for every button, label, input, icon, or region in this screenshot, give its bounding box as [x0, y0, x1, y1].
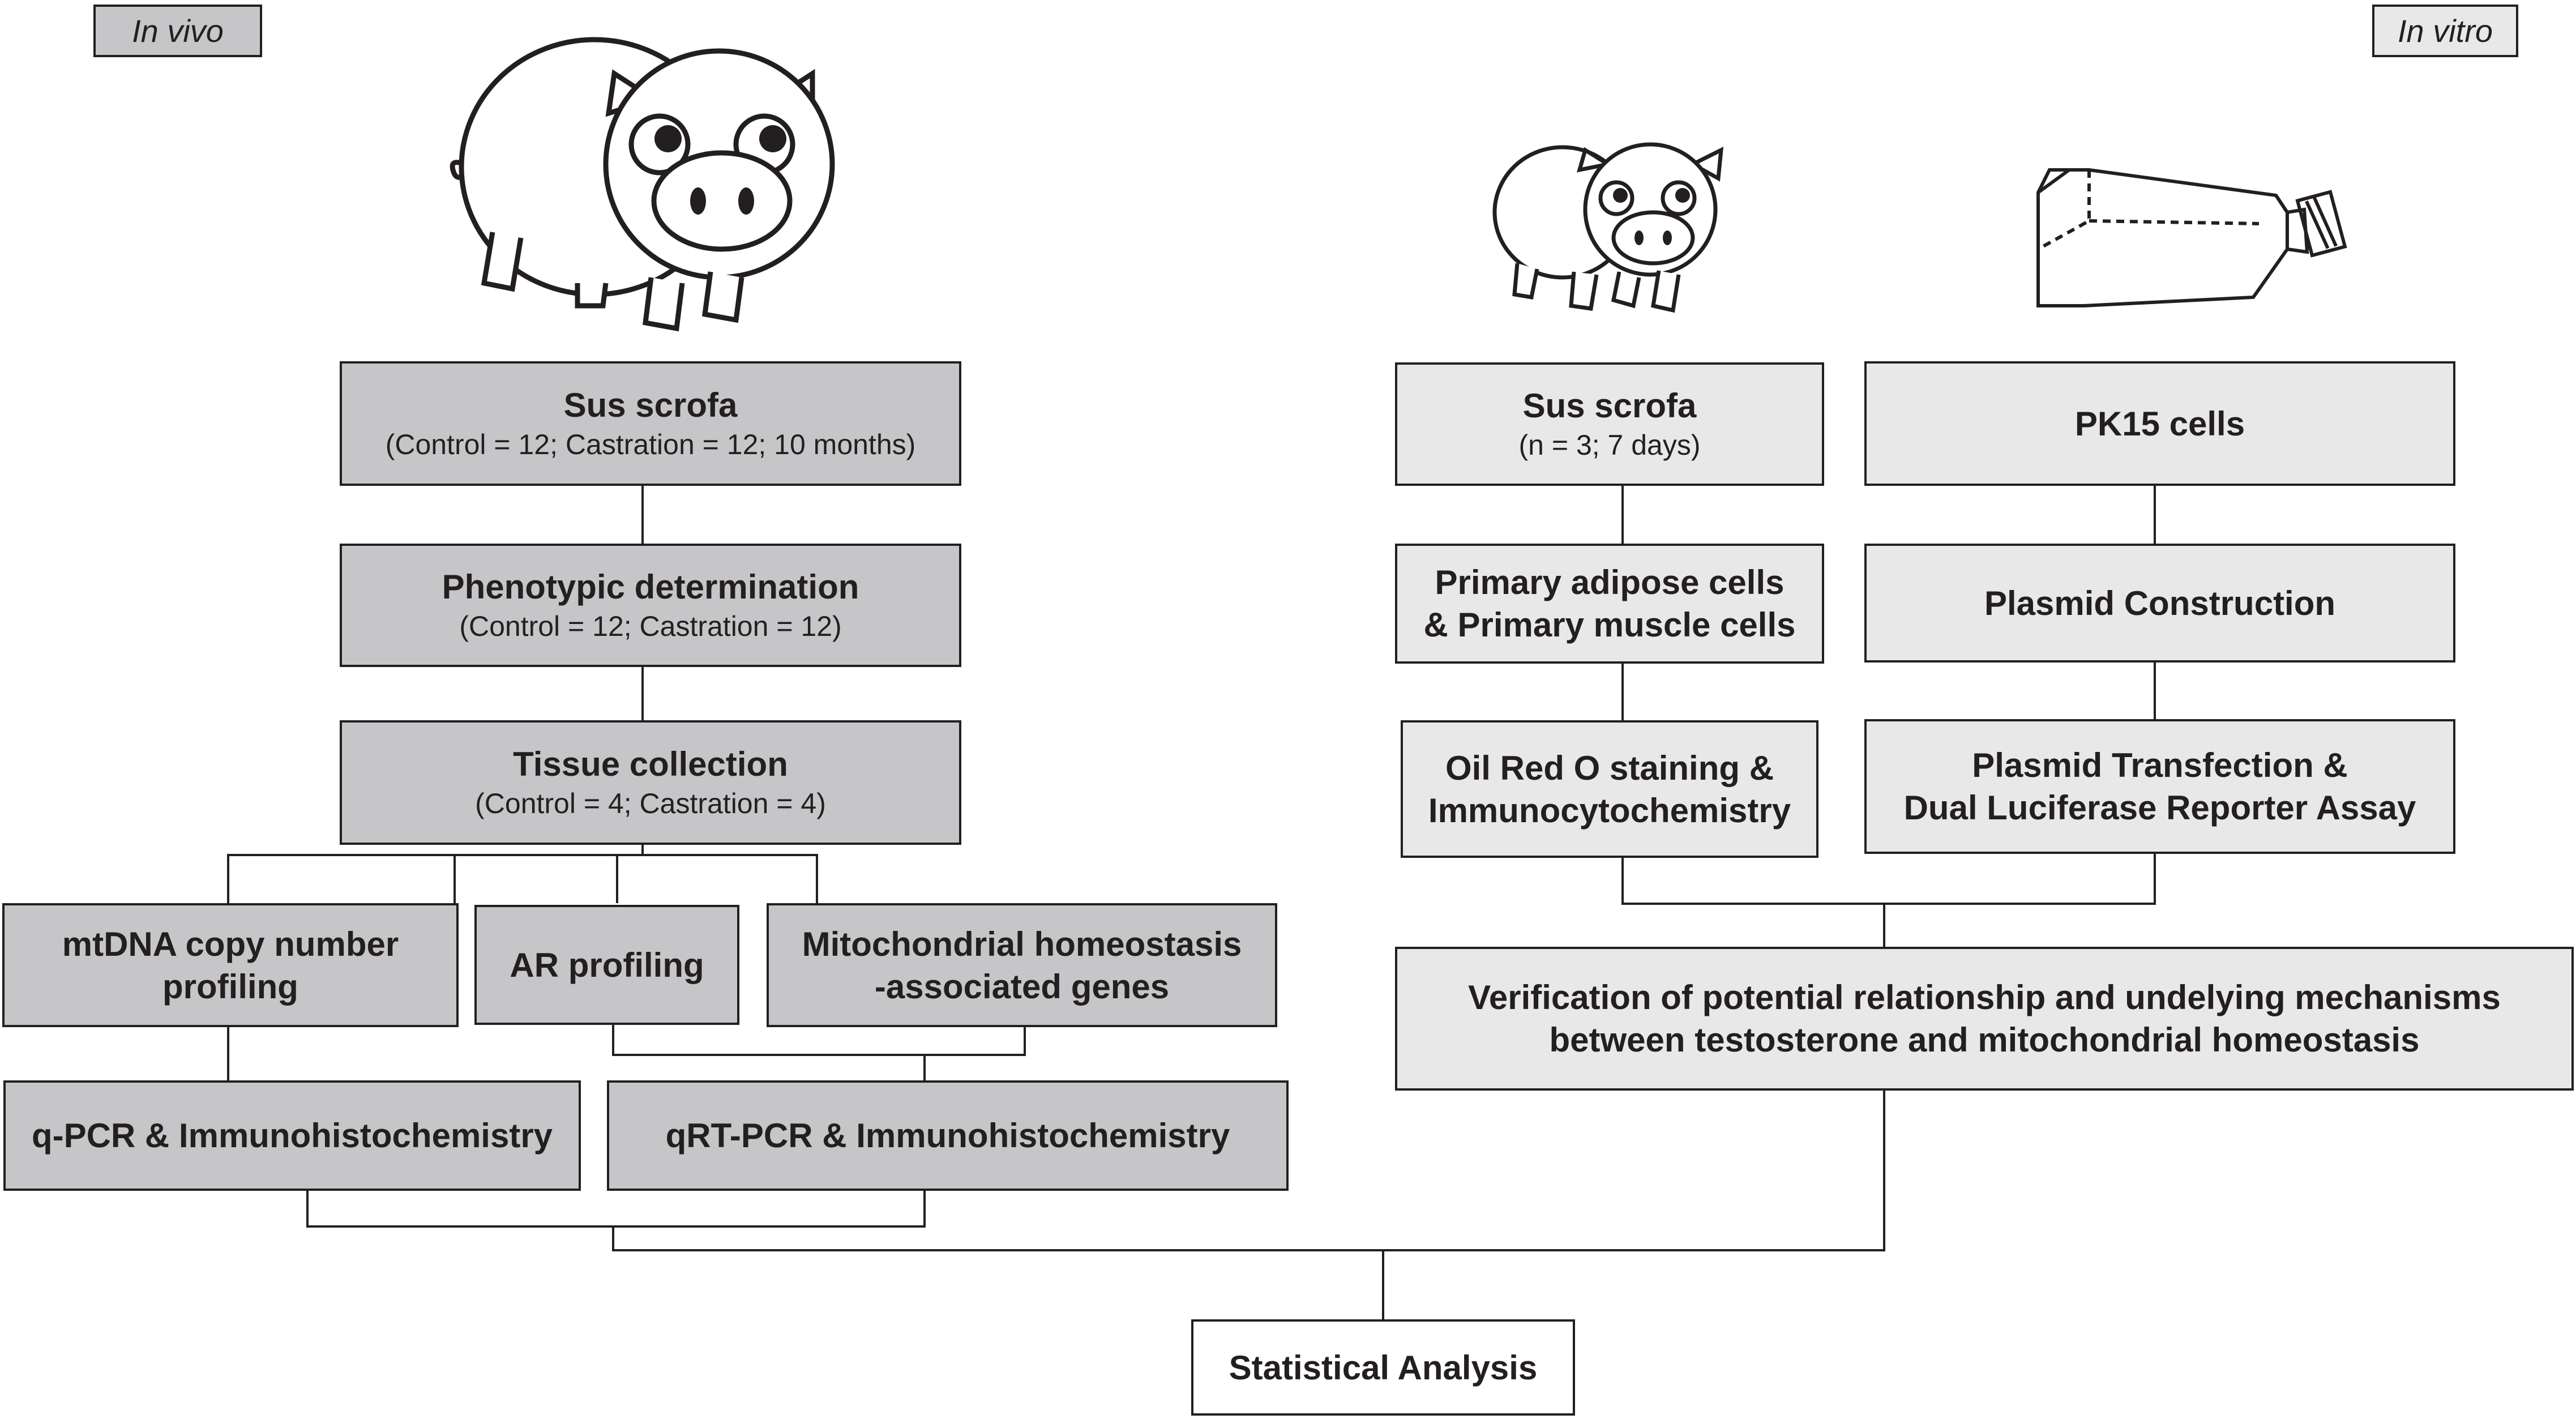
tissue-collection-subtitle: (Control = 4; Castration = 4): [475, 788, 826, 819]
connector-lines: [227, 486, 2156, 1319]
verification-box: Verification of potential relationship a…: [1395, 947, 2574, 1091]
verification-line2: between testosterone and mitochondrial h…: [1549, 1021, 2420, 1059]
sus-scrofa-invitro-box: Sus scrofa (n = 3; 7 days): [1395, 362, 1824, 486]
plasmid-construction-box: Plasmid Construction: [1864, 544, 2455, 663]
sus-scrofa-invitro-title: Sus scrofa: [1522, 387, 1697, 425]
sus-scrofa-invivo-subtitle: (Control = 12; Castration = 12; 10 month…: [385, 429, 916, 460]
mitochondrial-genes-box: Mitochondrial homeostasis -associated ge…: [767, 903, 1277, 1027]
mitochondrial-genes-line2: -associated genes: [874, 967, 1170, 1006]
sus-scrofa-invivo-title: Sus scrofa: [563, 386, 738, 424]
qrtpcr-ihc-box: qRT-PCR & Immunohistochemistry: [607, 1080, 1289, 1191]
sus-scrofa-invitro-subtitle: (n = 3; 7 days): [1518, 429, 1701, 461]
mtdna-profiling-box: mtDNA copy number profiling: [2, 903, 459, 1027]
ar-profiling-box: AR profiling: [474, 905, 739, 1025]
culture-flask-icon: [2036, 168, 2347, 307]
statistical-analysis-title: Statistical Analysis: [1229, 1348, 1538, 1387]
primary-cells-box: Primary adipose cells & Primary muscle c…: [1395, 544, 1824, 664]
plasmid-transfection-line2: Dual Luciferase Reporter Assay: [1903, 789, 2416, 827]
in-vitro-label: In vitro: [2372, 5, 2518, 57]
pig-small-icon: [1492, 142, 1724, 313]
oil-red-staining-line1: Oil Red O staining &: [1445, 749, 1774, 787]
pk15-cells-box: PK15 cells: [1864, 361, 2455, 486]
tissue-collection-box: Tissue collection (Control = 4; Castrati…: [340, 720, 961, 845]
phenotypic-determination-box: Phenotypic determination (Control = 12; …: [340, 544, 961, 667]
plasmid-transfection-line1: Plasmid Transfection &: [1972, 746, 2348, 784]
mtdna-profiling-line1: mtDNA copy number: [62, 925, 399, 963]
phenotypic-determination-title: Phenotypic determination: [442, 568, 859, 606]
tissue-collection-title: Tissue collection: [513, 745, 788, 783]
sus-scrofa-invivo-box: Sus scrofa (Control = 12; Castration = 1…: [340, 361, 961, 486]
qpcr-ihc-box: q-PCR & Immunohistochemistry: [3, 1080, 581, 1191]
mtdna-profiling-line2: profiling: [162, 967, 298, 1006]
plasmid-construction-title: Plasmid Construction: [1984, 584, 2336, 622]
ar-profiling-title: AR profiling: [510, 946, 704, 984]
pk15-cells-title: PK15 cells: [2074, 404, 2245, 443]
statistical-analysis-box: Statistical Analysis: [1191, 1319, 1575, 1416]
oil-red-staining-box: Oil Red O staining & Immunocytochemistry: [1401, 720, 1818, 858]
in-vivo-label: In vivo: [93, 5, 262, 57]
verification-line1: Verification of potential relationship a…: [1468, 978, 2501, 1016]
mitochondrial-genes-line1: Mitochondrial homeostasis: [802, 925, 1242, 963]
primary-cells-line1: Primary adipose cells: [1435, 563, 1785, 601]
plasmid-transfection-box: Plasmid Transfection & Dual Luciferase R…: [1864, 719, 2455, 854]
phenotypic-determination-subtitle: (Control = 12; Castration = 12): [459, 610, 842, 642]
oil-red-staining-line2: Immunocytochemistry: [1428, 791, 1791, 830]
qpcr-ihc-title: q-PCR & Immunohistochemistry: [31, 1117, 553, 1155]
qrtpcr-ihc-title: qRT-PCR & Immunohistochemistry: [665, 1117, 1230, 1155]
primary-cells-line2: & Primary muscle cells: [1423, 606, 1796, 644]
pig-large-icon: [450, 37, 835, 332]
